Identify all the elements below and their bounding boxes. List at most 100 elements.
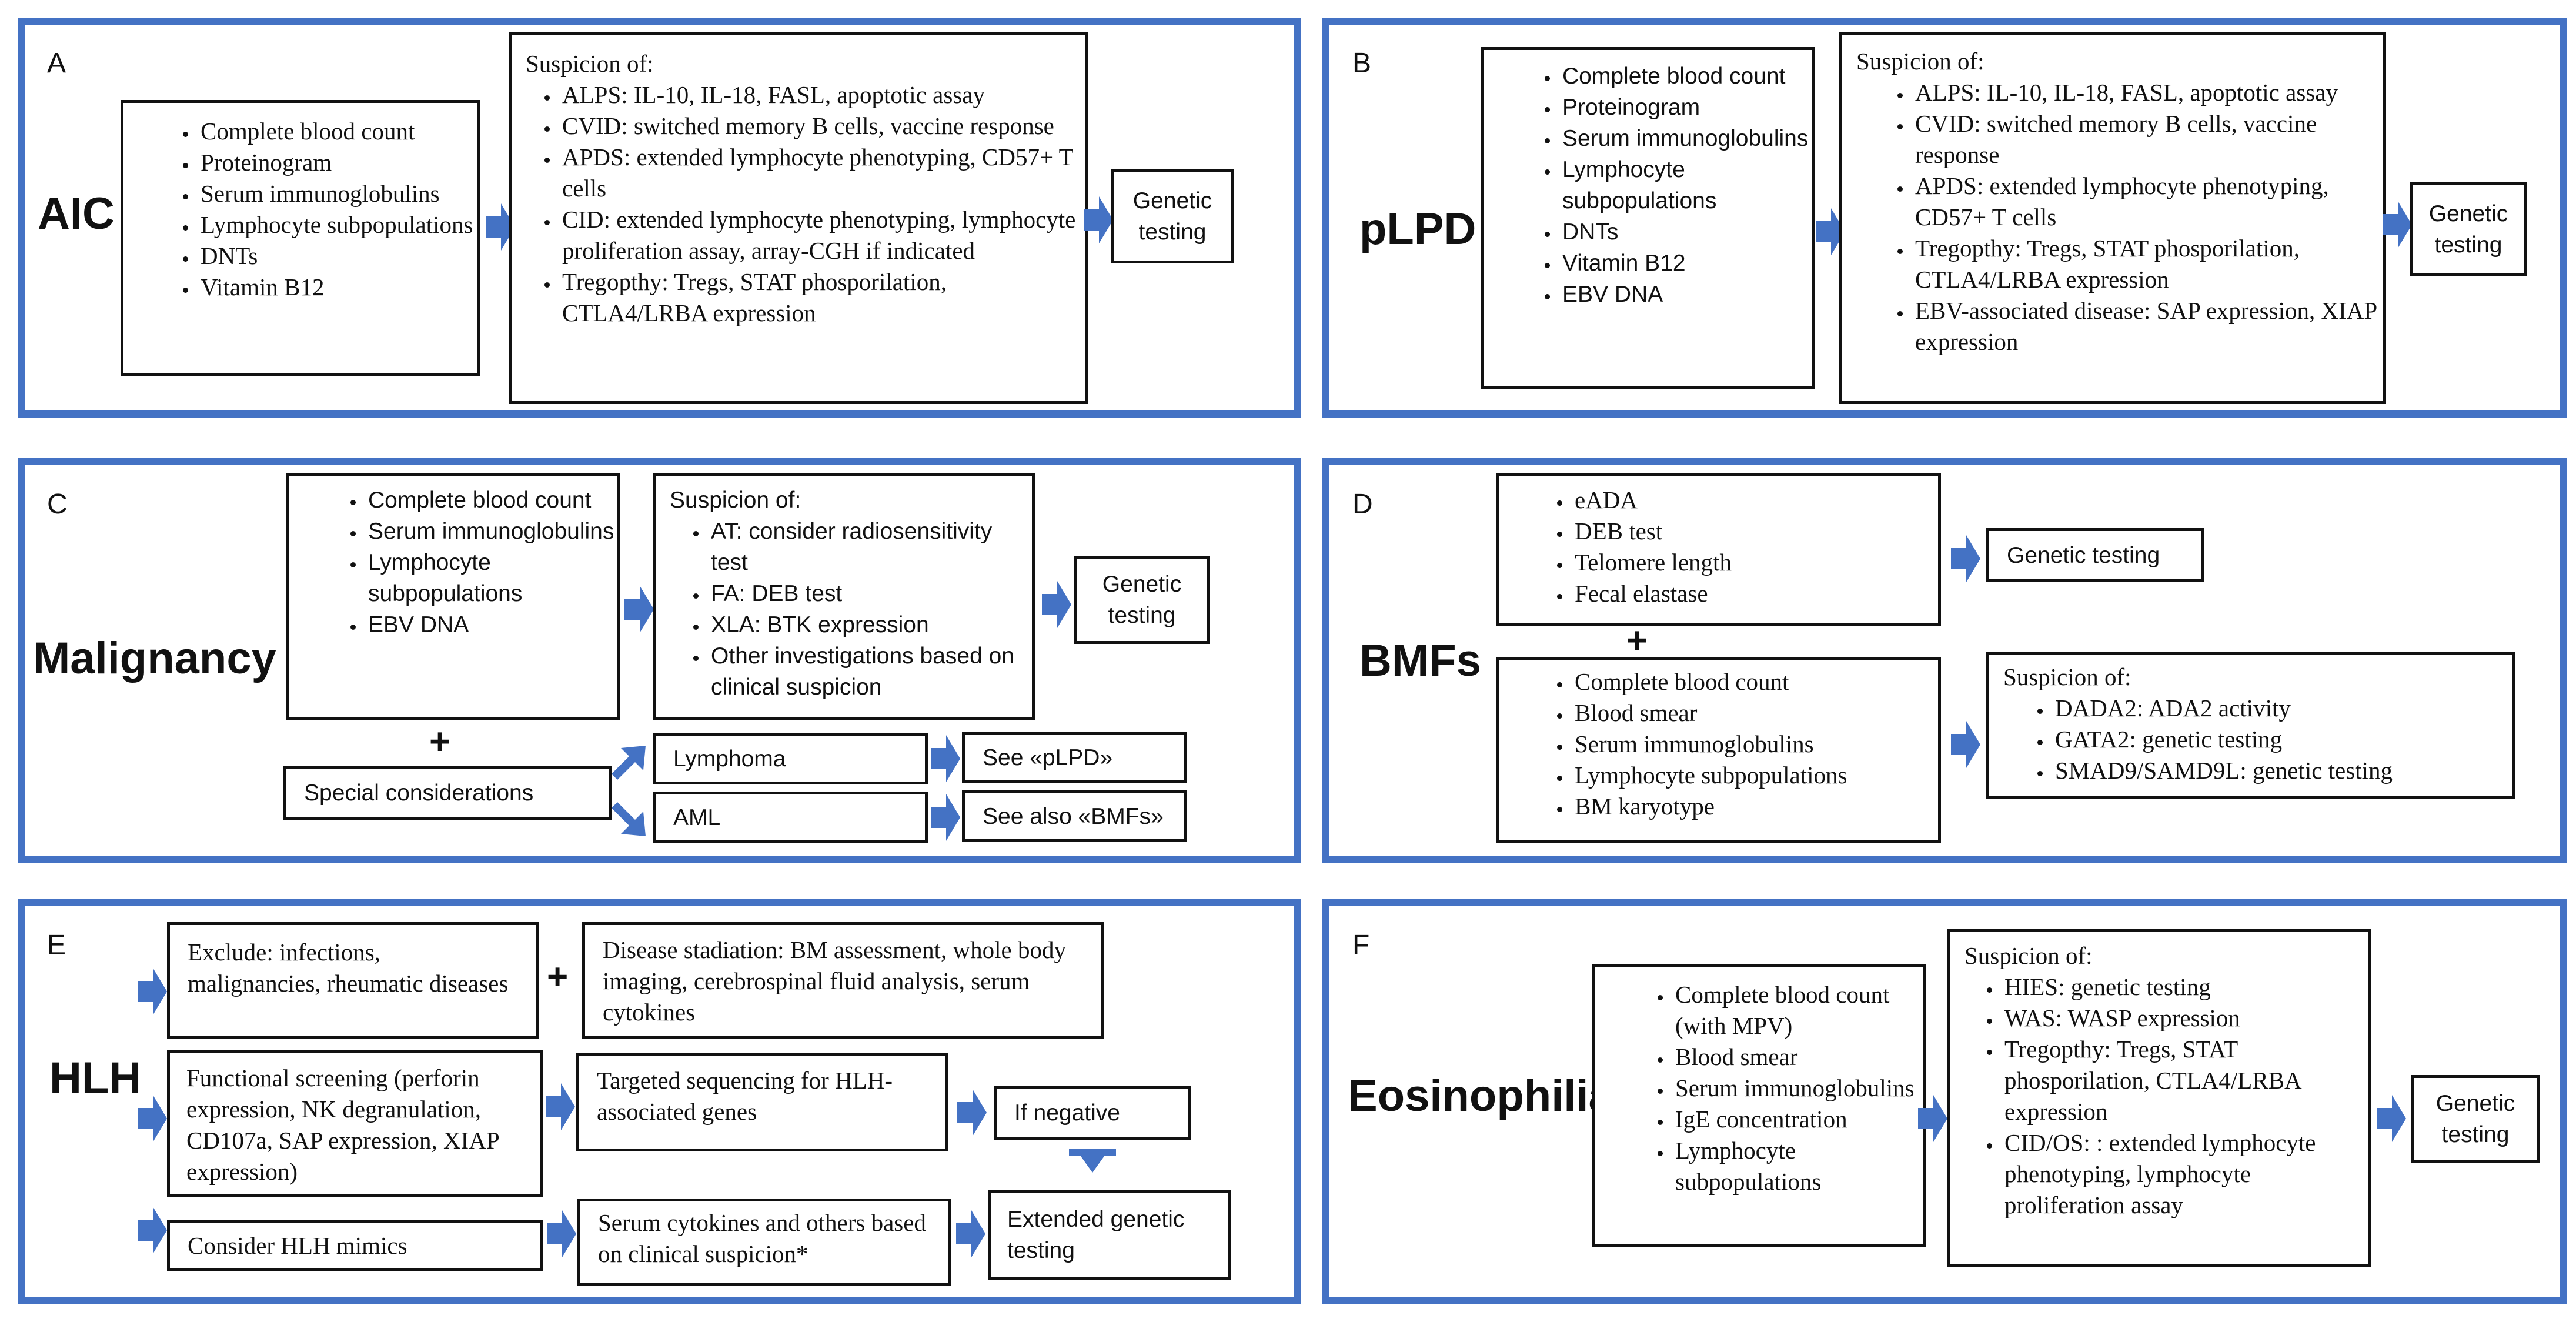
list-item: FA: DEB test <box>707 578 1032 609</box>
list-item: APDS: extended lymphocyte phenotyping, C… <box>559 142 1085 204</box>
list-item: CVID: switched memory B cells, vaccine r… <box>559 111 1085 142</box>
panel-b-tests-list: Complete blood countProteinogramSerum im… <box>1484 61 1812 310</box>
list-item: Serum immunoglobulins <box>1672 1073 1923 1104</box>
list-item: APDS: extended lymphocyte phenotyping, C… <box>1912 171 2383 233</box>
panel-c-letter: C <box>47 489 68 520</box>
list-item: Lymphocyte subpopulations <box>365 547 617 609</box>
list-item: Complete blood count <box>365 485 617 516</box>
panel-e-mimics-box: Consider HLH mimics <box>167 1220 543 1271</box>
list-item: WAS: WASP expression <box>2001 1003 2368 1034</box>
list-item: eADA <box>1571 485 1938 516</box>
panel-f-suspicion-box: Suspicion of: HIES: genetic testingWAS: … <box>1947 929 2371 1267</box>
list-item: Serum immunoglobulins <box>197 178 477 209</box>
panel-d-plus: + <box>1626 620 1648 661</box>
panel-d-tests-top-list: eADADEB testTelomere lengthFecal elastas… <box>1499 485 1938 609</box>
panel-c-aml: AML <box>653 792 928 843</box>
panel-a-letter: A <box>47 48 66 79</box>
panel-c-lymphoma: Lymphoma <box>653 733 928 784</box>
list-item: Lymphocyte subpopulations <box>1559 154 1812 216</box>
panel-a-title: AIC <box>38 189 115 239</box>
panel-d-suspicion-title: Suspicion of: <box>2003 663 2131 690</box>
panel-f-arrow-2 <box>2377 1095 2406 1142</box>
list-item: Tregopthy: Tregs, STAT phosporilation, C… <box>559 266 1085 329</box>
panel-e-cytokines-box: Serum cytokines and others based on clin… <box>577 1199 951 1286</box>
list-item: Vitamin B12 <box>1559 248 1812 279</box>
list-item: Complete blood count <box>1559 61 1812 92</box>
list-item: Serum immunoglobulins <box>1571 729 1938 760</box>
panel-f-suspicion-list: HIES: genetic testingWAS: WASP expressio… <box>1950 972 2368 1221</box>
panel-c-arrow-see-plpd <box>931 735 960 782</box>
panel-e-letter: E <box>47 930 66 961</box>
list-item: Serum immunoglobulins <box>365 516 617 547</box>
list-item: DNTs <box>1559 216 1812 248</box>
panel-a-arrow-2 <box>1084 196 1113 243</box>
panel-a-arrow-1 <box>486 203 515 251</box>
panel-a-suspicion-list: ALPS: IL-10, IL-18, FASL, apoptotic assa… <box>512 79 1085 329</box>
panel-c-genetic-testing: Genetic testing <box>1074 556 1210 644</box>
panel-d-tests-top-box: eADADEB testTelomere lengthFecal elastas… <box>1496 473 1941 626</box>
panel-b-title: pLPD <box>1359 204 1476 254</box>
panel-f-letter: F <box>1352 930 1370 961</box>
panel-d-letter: D <box>1352 489 1373 520</box>
panel-e-arrow-cytokines <box>547 1210 576 1257</box>
list-item: Lymphocyte subpopulations <box>197 209 477 241</box>
panel-b-suspicion-title: Suspicion of: <box>1856 48 1984 75</box>
list-item: GATA2: genetic testing <box>2052 724 2512 755</box>
panel-e-plus: + <box>547 957 569 997</box>
list-item: CID: extended lymphocyte phenotyping, ly… <box>559 204 1085 266</box>
panel-b-arrow-1 <box>1816 208 1845 255</box>
panel-c-arrow-aml <box>612 802 646 836</box>
panel-d-arrow-1 <box>1951 535 1980 582</box>
panel-d-title: BMFs <box>1359 636 1481 686</box>
panel-e-arrow-functional <box>138 1095 167 1142</box>
list-item: EBV DNA <box>365 609 617 640</box>
list-item: Proteinogram <box>1559 92 1812 123</box>
panel-d-tests-bottom-box: Complete blood countBlood smearSerum imm… <box>1496 657 1941 843</box>
list-item: Lymphocyte subpopulations <box>1672 1135 1923 1197</box>
panel-c-arrow-1 <box>624 586 654 633</box>
panel-b-letter: B <box>1352 48 1372 79</box>
panel-c-arrow-lymphoma <box>612 746 646 780</box>
list-item: Telomere length <box>1571 547 1938 578</box>
panel-d-tests-bottom-list: Complete blood countBlood smearSerum imm… <box>1499 666 1938 822</box>
list-item: Vitamin B12 <box>197 272 477 303</box>
list-item: SMAD9/SAMD9L: genetic testing <box>2052 755 2512 786</box>
list-item: Proteinogram <box>197 147 477 178</box>
panel-e-stadiation-box: Disease stadiation: BM assessment, whole… <box>582 922 1104 1039</box>
list-item: Complete blood count <box>1571 666 1938 697</box>
panel-c-tests-box: Complete blood countSerum immunoglobulin… <box>286 473 620 720</box>
panel-d-suspicion-list: DADA2: ADA2 activityGATA2: genetic testi… <box>1989 693 2512 786</box>
panel-f-arrow-1 <box>1918 1095 1947 1142</box>
panel-e-down-arrow <box>1069 1149 1116 1173</box>
panel-d-suspicion-box: Suspicion of: DADA2: ADA2 activityGATA2:… <box>1986 652 2515 799</box>
list-item: DADA2: ADA2 activity <box>2052 693 2512 724</box>
list-item: CID/OS: : extended lymphocyte phenotypin… <box>2001 1127 2368 1221</box>
panel-e-arrow-exclude <box>138 968 167 1015</box>
panel-c-suspicion-list: AT: consider radiosensitivity testFA: DE… <box>656 516 1032 703</box>
panel-e-title: HLH <box>49 1053 142 1103</box>
list-item: IgE concentration <box>1672 1104 1923 1135</box>
panel-c-see-bmfs: See also «BMFs» <box>962 790 1187 842</box>
list-item: EBV-associated disease: SAP expression, … <box>1912 295 2383 358</box>
panel-e-arrow-targeted <box>546 1083 575 1130</box>
panel-f-tests-box: Complete blood count (with MPV)Blood sme… <box>1592 964 1926 1247</box>
list-item: Serum immunoglobulins <box>1559 123 1812 154</box>
list-item: Complete blood count (with MPV) <box>1672 979 1923 1041</box>
panel-a-suspicion-title: Suspicion of: <box>526 50 654 77</box>
panel-a-suspicion-box: Suspicion of: ALPS: IL-10, IL-18, FASL, … <box>509 32 1088 404</box>
panel-f-title: Eosinophilia <box>1348 1071 1613 1121</box>
list-item: CVID: switched memory B cells, vaccine r… <box>1912 108 2383 171</box>
list-item: Tregopthy: Tregs, STAT phosporilation, C… <box>2001 1034 2368 1127</box>
panel-e-arrow-if-negative <box>957 1089 987 1136</box>
list-item: Blood smear <box>1571 697 1938 729</box>
panel-e-targeted-box: Targeted sequencing for HLH-associated g… <box>576 1053 948 1151</box>
panel-b-tests-box: Complete blood countProteinogramSerum im… <box>1481 47 1815 389</box>
panel-f-suspicion-title: Suspicion of: <box>1964 942 2093 969</box>
list-item: Blood smear <box>1672 1041 1923 1073</box>
list-item: Complete blood count <box>197 116 477 147</box>
panel-c-tests-list: Complete blood countSerum immunoglobulin… <box>289 485 617 640</box>
panel-c-suspicion-box: Suspicion of: AT: consider radiosensitiv… <box>653 473 1035 720</box>
list-item: AT: consider radiosensitivity test <box>707 516 1032 578</box>
panel-e-functional-box: Functional screening (perforin expressio… <box>167 1050 543 1197</box>
